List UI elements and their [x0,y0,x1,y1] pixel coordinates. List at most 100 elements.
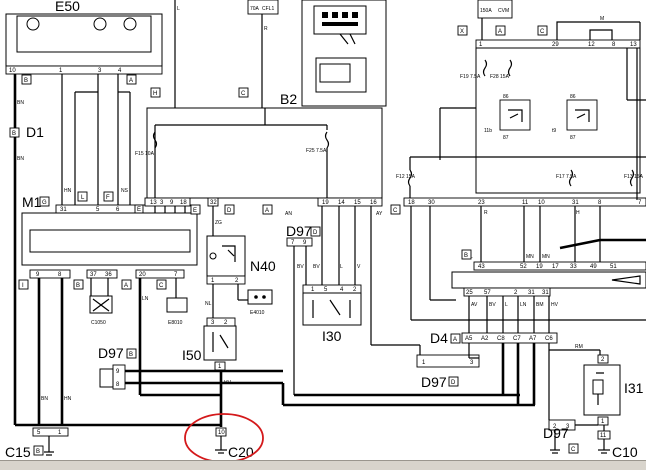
e50-label: E50 [55,0,80,14]
svg-text:31: 31 [572,200,579,206]
b2-label: B2 [280,91,297,107]
svg-text:1: 1 [218,364,222,370]
svg-text:10: 10 [538,200,545,206]
svg-text:BV: BV [297,264,304,270]
svg-text:3: 3 [566,424,570,430]
svg-text:43: 43 [478,264,485,270]
svg-text:7: 7 [174,272,178,278]
svg-text:A5: A5 [465,336,473,342]
svg-text:MN: MN [542,254,550,260]
svg-text:23: 23 [478,200,485,206]
svg-text:1: 1 [311,287,315,293]
svg-text:7: 7 [291,240,295,246]
i30-label: I30 [322,328,342,344]
svg-text:87: 87 [503,135,509,141]
i50-label: I50 [182,347,202,363]
m1-box [21,212,198,266]
svg-text:2: 2 [224,320,228,326]
svg-text:MN: MN [526,254,534,260]
svg-text:36: 36 [105,272,112,278]
svg-text:51: 51 [610,264,617,270]
svg-text:E: E [137,207,141,213]
svg-text:M: M [600,16,604,22]
svg-text:18: 18 [408,200,415,206]
d1-label: D1 [26,124,44,140]
svg-text:14: 14 [338,200,345,206]
svg-text:HV: HV [551,302,559,308]
svg-text:AV: AV [471,302,478,308]
svg-text:1: 1 [479,42,483,48]
svg-text:25: 25 [466,290,473,296]
svg-text:C: C [393,208,398,214]
svg-text:57: 57 [484,290,491,296]
svg-text:3: 3 [211,320,215,326]
window-status-bar [0,460,646,470]
svg-text:D: D [451,380,456,386]
svg-text:A7: A7 [529,336,537,342]
svg-text:BV: BV [313,264,320,270]
svg-text:1: 1 [58,430,62,436]
svg-text:19: 19 [322,200,329,206]
svg-text:1: 1 [59,68,63,74]
svg-text:2: 2 [601,357,605,363]
svg-text:8: 8 [116,382,120,388]
svg-text:13: 13 [150,200,157,206]
e50-box [5,13,163,67]
svg-text:C8: C8 [497,336,505,342]
svg-text:9: 9 [303,240,307,246]
svg-text:B: B [464,253,468,259]
svg-text:15: 15 [354,200,361,206]
svg-text:R: R [484,210,488,216]
d97-i50-label: D97 [98,345,124,361]
svg-text:BM: BM [536,302,544,308]
svg-text:87: 87 [570,135,576,141]
svg-text:3: 3 [470,360,474,366]
svg-text:G: G [42,200,47,206]
svg-text:1: 1 [211,278,215,284]
svg-text:H: H [153,91,157,97]
svg-text:A: A [124,283,128,289]
right-bottom-pin-bar [473,261,646,271]
svg-text:10: 10 [9,68,16,74]
svg-text:2: 2 [235,278,239,284]
svg-text:33: 33 [570,264,577,270]
svg-text:B: B [36,449,40,455]
svg-text:CFL1: CFL1 [262,6,274,12]
d1-pin [9,127,20,138]
svg-text:RM: RM [575,344,583,350]
svg-text:19: 19 [536,264,543,270]
svg-text:I: I [22,283,24,289]
svg-text:NS: NS [121,188,129,194]
svg-text:BN: BN [17,156,24,162]
svg-text:12: 12 [588,42,595,48]
svg-text:L: L [177,6,180,12]
d4-connector [461,332,558,344]
d97-d4-label: D97 [421,374,447,390]
svg-text:150A: 150A [480,8,492,14]
svg-text:11: 11 [600,433,607,439]
svg-text:E: E [193,208,197,214]
svg-text:86: 86 [503,94,509,100]
d97-label: D97 [286,223,312,239]
svg-text:2: 2 [353,287,357,293]
c20-label: C20 [228,444,254,460]
svg-text:t9: t9 [552,128,556,134]
svg-text:X: X [460,29,464,35]
svg-text:10: 10 [218,430,225,436]
svg-text:B: B [129,352,133,358]
svg-text:4: 4 [118,68,122,74]
svg-text:3: 3 [160,200,164,206]
i31-box [583,364,621,416]
svg-text:F15 10A: F15 10A [135,151,155,157]
svg-text:BN: BN [17,100,24,106]
svg-text:BN: BN [41,396,48,402]
svg-text:C6: C6 [545,336,553,342]
svg-text:9: 9 [116,369,120,375]
svg-text:AN: AN [285,211,292,217]
svg-text:A: A [498,29,502,35]
svg-text:F28 15A: F28 15A [490,74,510,80]
svg-text:AY: AY [376,211,383,217]
svg-text:5: 5 [324,287,328,293]
svg-text:F: F [106,195,110,201]
